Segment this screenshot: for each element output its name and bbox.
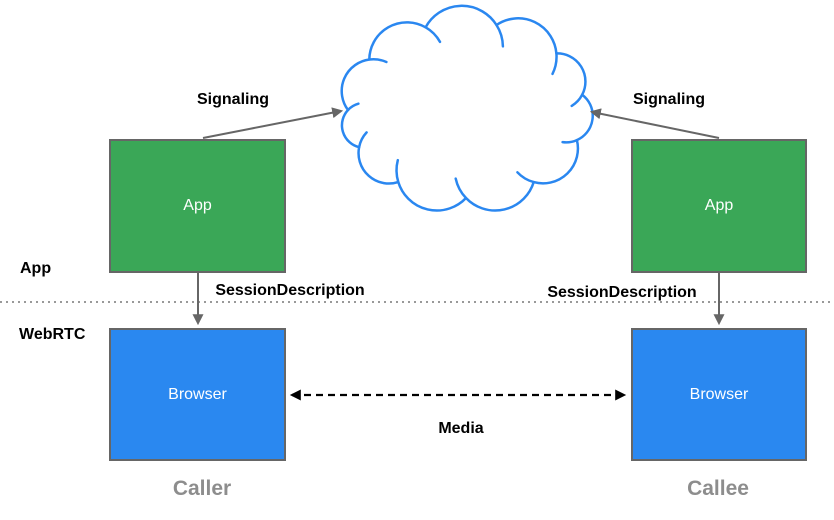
webrtc-layer-label: WebRTC [19, 326, 86, 343]
media-label: Media [438, 420, 484, 437]
signaling-label-caller: Signaling [197, 91, 269, 108]
signaling-label-callee: Signaling [633, 91, 705, 108]
cloud-bump-arc [424, 4, 505, 48]
cloud-bump-arc [368, 21, 442, 61]
cloud-bump-arc [340, 102, 361, 149]
callee-browser-box-label: Browser [689, 385, 749, 403]
cloud-bump-arc [395, 158, 468, 212]
cloud-bump-arc [357, 131, 400, 185]
signaling-cloud-icon [340, 4, 594, 212]
sessiondescription-label-callee: SessionDescription [547, 284, 697, 301]
cloud-bump-arc [516, 138, 580, 185]
signaling-arrow-callee [589, 108, 720, 139]
cloud-bump-arc [561, 93, 594, 144]
caller-browser-box: Browser [109, 328, 286, 461]
callee-caption: Callee [687, 477, 749, 500]
app-layer-label: App [20, 260, 52, 277]
cloud-bump-arc [340, 57, 388, 112]
cloud-bump-arc [495, 17, 558, 76]
callee-app-box-label: App [704, 197, 734, 214]
cloud-bump-arc [454, 177, 535, 212]
callee-app-box: App [631, 139, 807, 273]
caller-browser-box-label: Browser [168, 385, 227, 403]
caller-caption: Caller [172, 477, 232, 500]
caller-app-box: App [109, 139, 286, 273]
signaling-arrow-caller [202, 107, 344, 139]
caller-app-box-label: App [183, 197, 212, 214]
cloud-bump-arc [555, 52, 587, 108]
callee-browser-box: Browser [631, 328, 807, 461]
sessiondescription-label-caller: SessionDescription [215, 282, 365, 299]
